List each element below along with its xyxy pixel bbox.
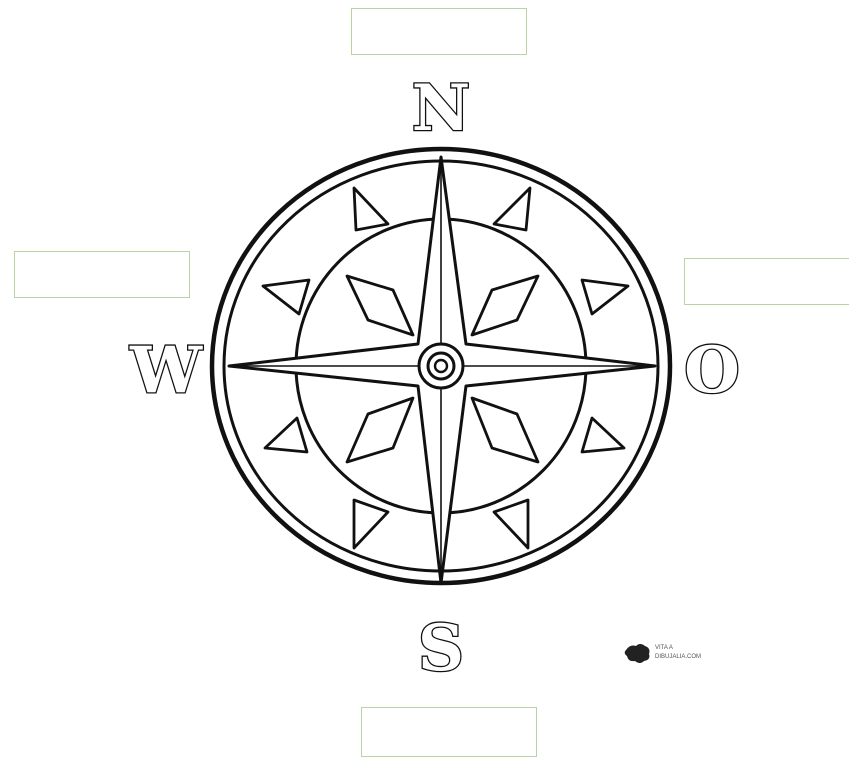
- letter-east: O: [684, 333, 740, 408]
- diamond-sw: [347, 398, 413, 462]
- answer-box-south[interactable]: [361, 707, 537, 757]
- triangle-ssw: [354, 500, 388, 548]
- hub-middle: [428, 353, 454, 379]
- triangle-nne: [494, 188, 530, 230]
- watermark-logo: VITA A DIBUJALIA.COM: [625, 644, 701, 663]
- triangle-wsw: [265, 418, 307, 452]
- letter-west: W: [129, 333, 203, 408]
- diamond-se: [472, 398, 538, 462]
- diamond-ne: [472, 276, 538, 335]
- diamond-nw: [347, 276, 413, 335]
- triangle-ene: [582, 280, 628, 314]
- answer-box-west[interactable]: [14, 251, 190, 298]
- watermark-line2: DIBUJALIA.COM: [655, 654, 701, 660]
- triangle-wnw: [263, 280, 309, 314]
- triangle-sse: [494, 500, 528, 548]
- answer-box-north[interactable]: [351, 8, 527, 55]
- answer-box-east[interactable]: [684, 258, 849, 305]
- triangle-ese: [582, 418, 624, 452]
- watermark-line1: VITA A: [655, 645, 673, 651]
- triangle-nnw: [354, 188, 388, 230]
- letter-south: S: [418, 611, 464, 686]
- letter-north: N: [412, 71, 471, 146]
- watermark-blob-icon: [625, 644, 650, 663]
